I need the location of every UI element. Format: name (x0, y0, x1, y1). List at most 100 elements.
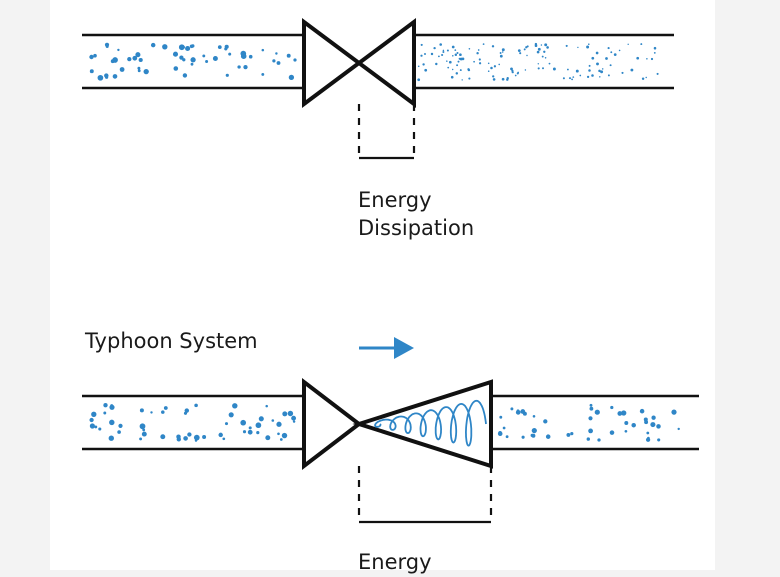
top-downstream-particles (417, 42, 659, 82)
particle-dot (613, 53, 617, 56)
particle-dot (424, 53, 426, 55)
particle-dot (109, 404, 115, 410)
particle-dot (552, 67, 556, 71)
particle-dot (566, 432, 571, 437)
particle-dot (502, 426, 506, 430)
particle-dot (105, 44, 109, 49)
particle-dot (498, 63, 501, 66)
particle-dot (119, 67, 125, 72)
particle-dot (194, 403, 198, 408)
particle-dot (109, 419, 115, 426)
particle-dot (89, 417, 94, 423)
particle-dot (537, 63, 540, 65)
particle-dot (492, 75, 495, 78)
particle-dot (544, 57, 547, 59)
particle-dot (94, 425, 98, 429)
flow-arrow-icon (359, 337, 414, 359)
particle-dot (609, 64, 612, 67)
particle-dot (430, 52, 434, 56)
particle-dot (163, 406, 168, 410)
particle-dot (424, 68, 428, 72)
particle-dot (636, 56, 640, 60)
particle-dot (104, 75, 109, 79)
particle-dot (271, 419, 275, 422)
particle-dot (110, 59, 115, 64)
typhoon-vortex-icon (374, 399, 487, 447)
particle-dot (205, 60, 209, 63)
particle-dot (542, 67, 544, 70)
particle-dot (202, 54, 206, 58)
particle-dot (640, 43, 643, 46)
particle-dot (417, 65, 420, 68)
particle-dot (117, 48, 120, 52)
particle-dot (161, 410, 165, 414)
particle-dot (624, 421, 629, 425)
particle-dot (93, 53, 97, 58)
particle-dot (91, 411, 97, 417)
particle-dot (656, 72, 659, 75)
particle-dot (272, 59, 276, 63)
particle-dot (162, 44, 168, 50)
particle-dot (190, 62, 194, 66)
particle-dot (566, 68, 569, 71)
particle-dot (452, 55, 454, 57)
particle-dot (515, 410, 521, 415)
particle-dot (596, 62, 599, 66)
particle-dot (650, 57, 654, 61)
particle-dot (261, 72, 265, 76)
particle-dot (184, 408, 190, 413)
particle-dot (194, 439, 198, 442)
particle-dot (442, 49, 445, 52)
particle-dot (627, 43, 629, 46)
particle-dot (225, 73, 229, 77)
particle-dot (287, 410, 294, 417)
particle-dot (240, 419, 247, 426)
particle-dot (89, 423, 95, 429)
particle-dot (176, 437, 181, 442)
particle-dot (277, 432, 280, 436)
particle-dot (456, 64, 459, 67)
top-energy-label: Energy (358, 188, 432, 212)
particle-dot (591, 74, 594, 77)
top-dissipation-bracket (357, 104, 416, 160)
particle-dot (571, 78, 574, 81)
particle-dot (545, 434, 551, 439)
particle-dot (519, 52, 522, 55)
particle-dot (650, 422, 656, 428)
particle-dot (112, 74, 118, 79)
particle-dot (448, 60, 452, 64)
particle-dot (490, 66, 493, 70)
particle-dot (135, 52, 141, 58)
particle-dot (451, 45, 455, 49)
particle-dot (605, 57, 608, 60)
particle-dot (588, 428, 593, 434)
particle-dot (433, 46, 436, 50)
particle-dot (543, 50, 546, 53)
particle-dot (150, 42, 156, 48)
particle-dot (657, 438, 661, 442)
particle-dot (459, 69, 462, 72)
particle-dot (586, 75, 590, 79)
top-pipe (82, 33, 674, 90)
particle-dot (276, 421, 282, 427)
particle-dot (588, 69, 591, 72)
particle-dot (548, 62, 551, 65)
particle-dot (653, 46, 657, 50)
particle-dot (455, 72, 459, 75)
particle-dot (422, 63, 425, 66)
particle-dot (97, 74, 104, 81)
top-upstream-particles (89, 42, 297, 81)
particle-dot (577, 46, 579, 49)
particle-dot (491, 45, 495, 48)
particle-dot (228, 52, 232, 56)
particle-dot (459, 53, 462, 57)
particle-dot (586, 437, 590, 441)
particle-dot (478, 62, 482, 65)
particle-dot (631, 422, 636, 428)
particle-dot (651, 415, 656, 420)
particle-dot (477, 49, 480, 51)
particle-dot (562, 77, 565, 80)
particle-dot (417, 78, 421, 82)
particle-dot (143, 68, 149, 75)
